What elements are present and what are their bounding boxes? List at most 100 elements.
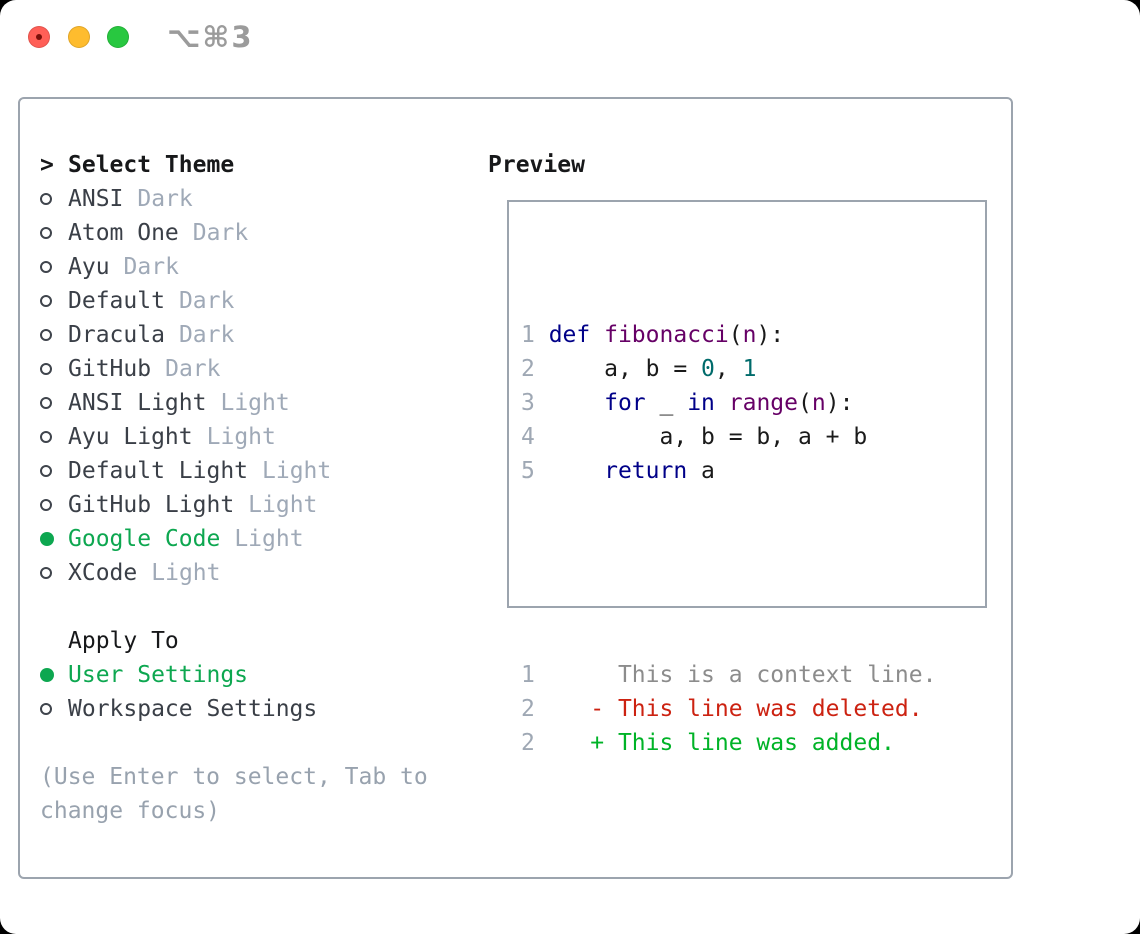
select-theme-header: > Select Theme	[40, 148, 490, 182]
theme-variant-badge: Light	[220, 390, 290, 416]
theme-name: ANSI Light	[68, 390, 207, 416]
theme-variant-badge: Dark	[123, 254, 179, 280]
theme-option-ayu[interactable]: Ayu Dark	[40, 250, 490, 284]
theme-name: Google Code	[68, 526, 221, 552]
keyboard-hint: (Use Enter to select, Tab to change focu…	[40, 764, 428, 824]
token-fn: n	[811, 390, 826, 416]
radio-icon	[40, 295, 52, 307]
apply-option-workspace-settings[interactable]: Workspace Settings	[40, 692, 490, 726]
code-line: 3 for _ in range(n):	[521, 386, 936, 420]
radio-icon	[40, 227, 52, 239]
radio-icon	[40, 363, 52, 375]
token-pun: (	[798, 390, 812, 416]
theme-name: Dracula	[68, 322, 165, 348]
theme-variant-badge: Light	[206, 424, 276, 450]
diff-line-add: 2 + This line was added.	[521, 726, 936, 760]
theme-variant-badge: Light	[151, 560, 221, 586]
token-pun: (	[728, 322, 743, 348]
spacer	[40, 726, 490, 760]
token-pln	[549, 390, 604, 416]
theme-name: Default Light	[68, 458, 249, 484]
theme-variant-badge: Light	[248, 492, 318, 518]
token-fn: fibonacci	[604, 322, 729, 348]
zoom-button[interactable]	[107, 26, 129, 48]
line-number: 5	[521, 458, 549, 484]
token-kw: for	[604, 390, 646, 416]
theme-name: GitHub	[68, 356, 152, 382]
apply-option-name: Workspace Settings	[68, 696, 318, 722]
token-pln: a, b = b, a + b	[548, 424, 868, 450]
radio-icon	[40, 465, 52, 477]
minimize-button[interactable]	[68, 26, 90, 48]
window-title: ⌥⌘3	[167, 20, 254, 54]
theme-option-ayu-light[interactable]: Ayu Light Light	[40, 420, 490, 454]
code-line: 4 a, b = b, a + b	[521, 420, 936, 454]
token-lit: 1	[742, 356, 757, 382]
line-number: 4	[521, 424, 549, 450]
theme-name: Atom One	[68, 220, 179, 246]
apply-option-user-settings[interactable]: User Settings	[40, 658, 490, 692]
line-number: 2	[521, 696, 549, 722]
code-line: 1 def fibonacci(n):	[521, 318, 936, 352]
radio-slot	[40, 363, 68, 375]
theme-variant-badge: Dark	[192, 220, 249, 246]
radio-slot	[40, 668, 68, 682]
radio-icon	[40, 397, 52, 409]
focus-cursor-icon: >	[40, 152, 54, 178]
radio-icon	[40, 431, 52, 443]
line-number: 3	[521, 390, 549, 416]
radio-icon	[40, 499, 52, 511]
theme-name: Ayu Light	[68, 424, 193, 450]
code-line: 2 a, b = 0, 1	[521, 352, 936, 386]
close-button[interactable]	[28, 26, 50, 48]
theme-variant-badge: Dark	[165, 356, 221, 382]
token-pln: ,	[714, 356, 743, 382]
theme-option-github[interactable]: GitHub Dark	[40, 352, 490, 386]
radio-slot	[40, 431, 68, 443]
theme-option-ansi-light[interactable]: ANSI Light Light	[40, 386, 490, 420]
radio-icon	[40, 329, 52, 341]
diff-line-del: 2 - This line was deleted.	[521, 692, 936, 726]
radio-selected-icon	[40, 532, 54, 546]
theme-variant-badge: Dark	[137, 186, 193, 212]
token-kw: def	[548, 322, 591, 348]
theme-name: Ayu	[68, 254, 110, 280]
theme-name: Default	[68, 288, 165, 314]
apply-option-name: User Settings	[68, 662, 249, 688]
token-pln	[590, 322, 604, 348]
theme-option-default[interactable]: Default Dark	[40, 284, 490, 318]
radio-slot	[40, 703, 68, 715]
theme-variant-badge: Dark	[178, 288, 235, 314]
diff-text: - This line was deleted.	[548, 696, 923, 722]
line-number: 1	[521, 662, 549, 688]
token-fn: n	[742, 322, 757, 348]
radio-slot	[40, 193, 68, 205]
token-pln	[549, 458, 604, 484]
apply-to-header: Apply To	[40, 624, 490, 658]
token-fn: range	[728, 390, 798, 416]
diff-sample: 1 This is a context line.2 - This line w…	[521, 658, 936, 760]
radio-slot	[40, 295, 68, 307]
radio-slot	[40, 397, 68, 409]
token-kw: return	[604, 458, 688, 484]
radio-icon	[40, 193, 52, 205]
token-lit: 0	[701, 356, 715, 382]
diff-text: This is a context line.	[548, 662, 937, 688]
diff-line-ctx: 1 This is a context line.	[521, 658, 936, 692]
token-pln	[715, 390, 729, 416]
blank-line	[521, 556, 936, 590]
theme-option-atom-one[interactable]: Atom One Dark	[40, 216, 490, 250]
token-pun: ):	[825, 390, 854, 416]
radio-slot	[40, 329, 68, 341]
